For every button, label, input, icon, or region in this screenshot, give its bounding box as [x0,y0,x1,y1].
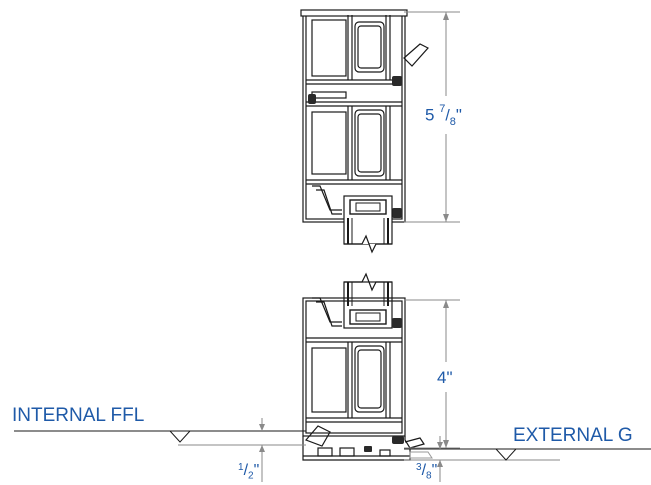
dimension-sill-left-unit: " [253,462,260,479]
dimension-lower-line [404,299,460,449]
level-marker-icon [494,448,518,461]
dimension-upper-line [404,11,460,223]
threshold-drain [409,451,433,459]
lower-glass-unit [343,272,393,329]
dimension-arrow-icon [443,440,449,448]
dimension-sill-left-num: 1 [238,462,244,473]
upper-gaskets [308,76,402,218]
dimension-sill-right-num: 3 [416,462,422,473]
dimension-upper-label: 5 7/8" [425,103,462,129]
dimension-upper-num: 7 [439,103,446,115]
lower-frame-profile [302,297,406,437]
dimension-sill-right-unit: " [431,462,438,479]
dimension-arrow-icon [443,300,449,308]
dimension-arrow-icon [259,445,265,452]
level-marker-icon [168,430,192,443]
dimension-sill-right-den: 8 [426,470,432,482]
dimension-arrow-icon [259,424,265,431]
break-line-icon [344,234,392,254]
dimension-arrow-icon [437,460,443,467]
upper-frame-profile [300,9,408,223]
upper-glass-unit [343,195,393,254]
lower-gaskets [364,318,404,452]
sill-base [302,425,425,461]
dimension-upper-den: 8 [449,116,456,129]
dimension-upper-whole: 5 [425,105,435,125]
dimension-arrow-icon [443,214,449,222]
dimension-arrow-icon [437,442,443,449]
dimension-arrow-icon [443,12,449,20]
dimension-sill-right-label: 3/8" [416,462,438,482]
dimension-upper-unit: " [455,105,462,125]
upper-weather-seal [403,43,429,67]
internal-ffl-label: INTERNAL FFL [12,405,145,426]
dimension-lower-label: 4" [437,368,453,387]
external-g-label: EXTERNAL G [513,425,633,446]
dimension-sill-left-label: 1/2" [238,462,260,482]
dimension-sill-left-den: 2 [248,470,254,482]
